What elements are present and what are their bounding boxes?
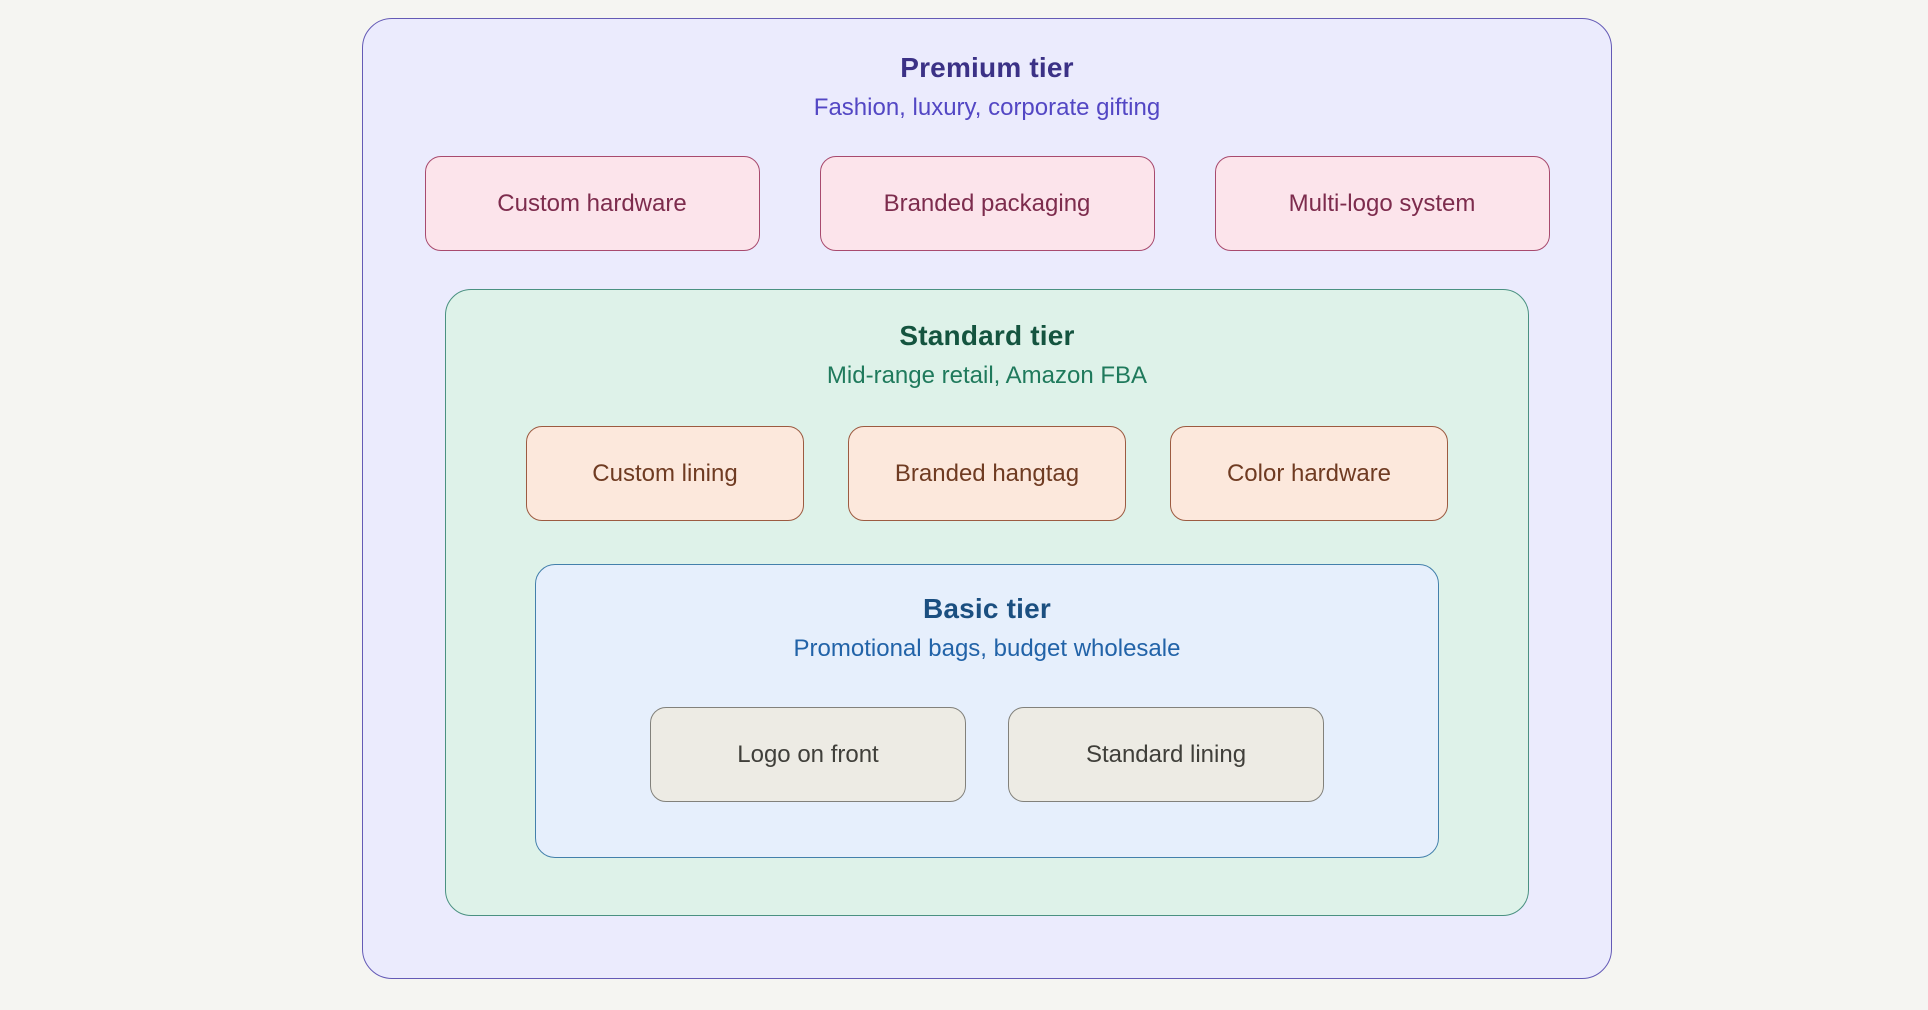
card-branded-hangtag: Branded hangtag — [848, 426, 1126, 521]
standard-tier-subtitle: Mid-range retail, Amazon FBA — [826, 362, 1148, 389]
standard-tier-title: Standard tier — [899, 320, 1075, 351]
card-standard-lining: Standard lining — [1008, 707, 1324, 802]
card-branded-packaging: Branded packaging — [819, 156, 1155, 251]
card-multi-logo-system: Multi-logo system — [1214, 156, 1550, 251]
card-logo-on-front: Logo on front — [650, 707, 966, 802]
standard-cards-row: Custom lining Branded hangtag Color hard… — [446, 426, 1528, 521]
standard-tier-container: Standard tier Mid-range retail, Amazon F… — [445, 289, 1529, 916]
basic-tier-container: Basic tier Promotional bags, budget whol… — [535, 564, 1439, 858]
premium-tier-container: Premium tier Fashion, luxury, corporate … — [362, 18, 1612, 979]
basic-tier-subtitle: Promotional bags, budget wholesale — [793, 635, 1181, 662]
card-custom-lining: Custom lining — [526, 426, 804, 521]
basic-tier-title: Basic tier — [922, 593, 1052, 624]
premium-cards-row: Custom hardware Branded packaging Multi-… — [363, 156, 1611, 251]
basic-cards-row: Logo on front Standard lining — [536, 707, 1438, 802]
card-color-hardware: Color hardware — [1170, 426, 1448, 521]
card-custom-hardware: Custom hardware — [424, 156, 760, 251]
premium-tier-subtitle: Fashion, luxury, corporate gifting — [813, 94, 1161, 121]
premium-tier-title: Premium tier — [900, 52, 1074, 83]
